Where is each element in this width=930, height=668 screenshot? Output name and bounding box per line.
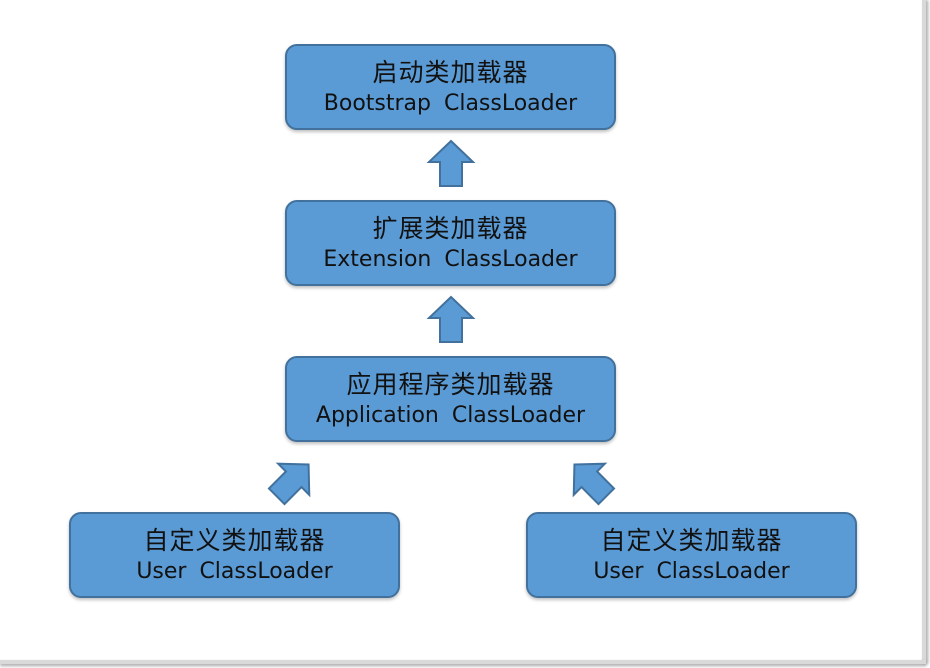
frame-shadow-bottom (0, 660, 926, 664)
user-classloader-node-left: 自定义类加载器 User ClassLoader (69, 512, 400, 598)
up-arrow-icon (426, 139, 476, 187)
frame-shadow-right (922, 0, 926, 664)
user-right-node-english-label: User ClassLoader (593, 558, 790, 584)
up-left-arrow-icon (572, 462, 616, 506)
application-node-english-label: Application ClassLoader (315, 402, 586, 428)
bootstrap-node-chinese-label: 启动类加载器 (372, 57, 529, 87)
extension-classloader-node: 扩展类加载器 Extension ClassLoader (285, 200, 616, 286)
user-left-node-chinese-label: 自定义类加载器 (143, 525, 326, 555)
extension-node-chinese-label: 扩展类加载器 (372, 213, 529, 243)
user-left-node-english-label: User ClassLoader (136, 558, 333, 584)
user-right-node-chinese-label: 自定义类加载器 (600, 525, 783, 555)
up-arrow-icon (426, 295, 476, 343)
up-right-arrow-icon (267, 462, 311, 506)
application-node-chinese-label: 应用程序类加载器 (346, 369, 555, 399)
extension-node-english-label: Extension ClassLoader (323, 246, 578, 272)
application-classloader-node: 应用程序类加载器 Application ClassLoader (285, 356, 616, 442)
bootstrap-classloader-node: 启动类加载器 Bootstrap ClassLoader (285, 44, 616, 130)
user-classloader-node-right: 自定义类加载器 User ClassLoader (526, 512, 857, 598)
bootstrap-node-english-label: Bootstrap ClassLoader (323, 90, 578, 116)
